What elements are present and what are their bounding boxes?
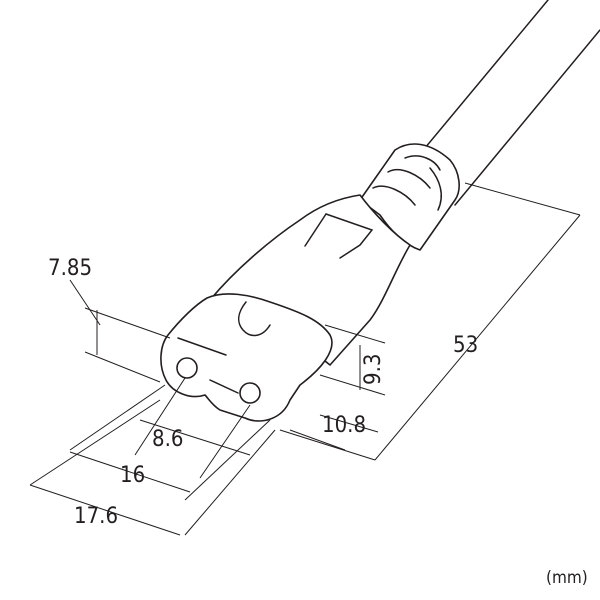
connector-face <box>160 293 333 422</box>
dim-overall-height-label: 10.8 <box>322 413 366 438</box>
cable <box>414 0 600 206</box>
pin-hole-right <box>239 382 261 404</box>
dim-pin-height-label: 7.85 <box>48 256 92 281</box>
dim-length-label: 53 <box>453 333 478 358</box>
dim-overall-width-label: 17.6 <box>74 504 118 529</box>
pin-hole-left <box>176 357 198 379</box>
dim-pin-spacing-label: 8.6 <box>152 427 183 452</box>
dim-face-width-label: 16 <box>120 463 145 488</box>
unit-label: (mm) <box>546 568 588 588</box>
dim-face-height-label: 9.3 <box>361 354 386 385</box>
dimension-lines <box>29 182 581 536</box>
